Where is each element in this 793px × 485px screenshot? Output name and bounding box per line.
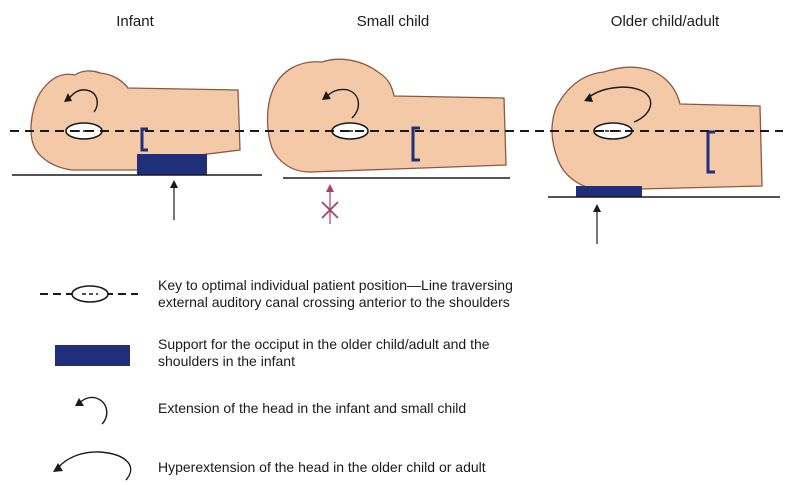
legend-line-key-line2: external auditory canal crossing anterio… — [158, 294, 678, 311]
small-child-figure — [268, 59, 511, 224]
legend-line-key-line1: Key to optimal individual patient positi… — [158, 277, 678, 294]
infant-head-body — [31, 71, 240, 170]
older-figure — [548, 67, 780, 244]
older-occiput-support — [576, 186, 642, 197]
infant-shoulder-support — [137, 154, 207, 175]
legend-line-key-text: Key to optimal individual patient positi… — [158, 277, 678, 311]
infant-figure — [12, 71, 262, 220]
small-child-head-body — [268, 59, 507, 172]
legend-hyperextension-icon — [53, 452, 131, 480]
legend-support-text: Support for the occiput in the older chi… — [158, 336, 678, 370]
legend-support-icon — [55, 345, 130, 366]
legend-extension-text: Extension of the head in the infant and … — [158, 400, 678, 417]
legend-extension-icon — [75, 397, 107, 424]
legend-support-line2: shoulders in the infant — [158, 353, 678, 370]
legend-hyperextension-text: Hyperextension of the head in the older … — [158, 459, 718, 476]
legend-line-key-icon — [40, 286, 138, 302]
older-head-body — [552, 67, 762, 190]
legend-support-line1: Support for the occiput in the older chi… — [158, 336, 678, 353]
